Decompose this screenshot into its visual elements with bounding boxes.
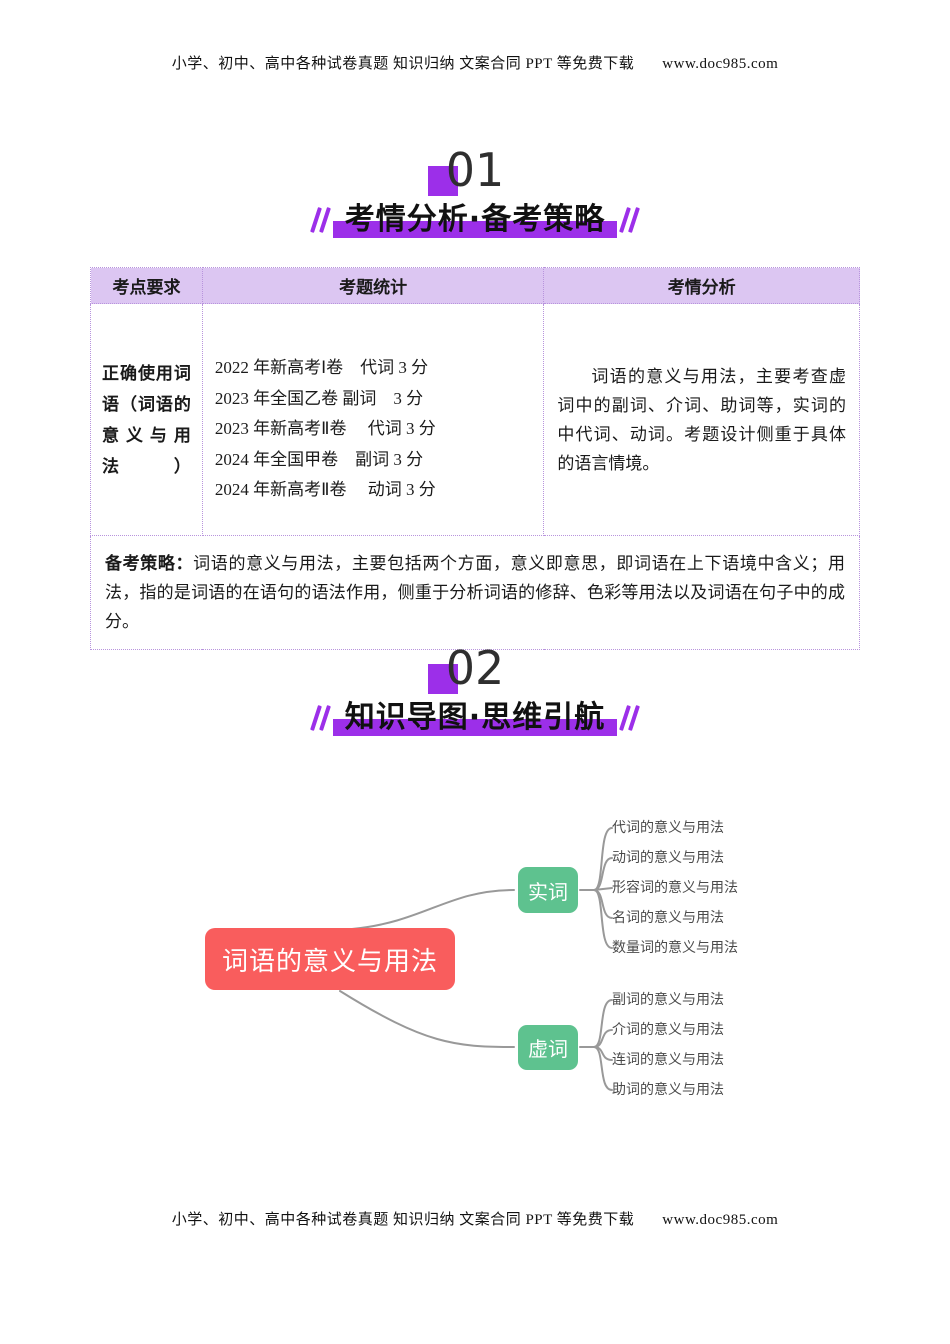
purple-square-decoration: [427, 166, 458, 196]
mindmap-leaf: 名词的意义与用法: [612, 910, 724, 926]
mindmap-leaf: 助词的意义与用法: [612, 1082, 724, 1098]
mindmap-leaf: 代词的意义与用法: [612, 820, 724, 836]
right-slashes-icon: [619, 207, 641, 233]
exam-analysis-table: 考点要求 考题统计 考情分析 正确使用词语（词语的意义与用法） 2022 年新高…: [90, 267, 860, 650]
mindmap-branch-xuci: 虚词: [518, 1025, 578, 1070]
page-header: 小学、初中、高中各种试卷真题 知识归纳 文案合同 PPT 等免费下载 www.do…: [0, 52, 950, 73]
stat-line: 2024 年全国甲卷 副词 3 分: [214, 449, 424, 469]
analysis-cell: 词语的意义与用法，主要考查虚词中的副词、介词、助词等，实词的中代词、动词。考题设…: [543, 303, 860, 536]
page-footer: 小学、初中、高中各种试卷真题 知识归纳 文案合同 PPT 等免费下载 www.do…: [0, 1208, 950, 1229]
stat-line: 2022 年新高考Ⅰ卷 代词 3 分: [214, 358, 429, 378]
header-text: 小学、初中、高中各种试卷真题 知识归纳 文案合同 PPT 等免费下载: [171, 56, 635, 72]
mindmap-branch-shici: 实词: [518, 867, 578, 913]
column-header-stats: 考题统计: [201, 267, 545, 304]
table-body-row: 正确使用词语（词语的意义与用法） 2022 年新高考Ⅰ卷 代词 3 分 2023…: [90, 303, 860, 536]
left-slashes-icon: [309, 705, 331, 731]
stat-line: 2023 年新高考Ⅱ卷 代词 3 分: [214, 419, 436, 439]
purple-square-decoration: [427, 664, 458, 694]
strategy-text: 词语的意义与用法，主要包括两个方面，意义即意思，即词语在上下语境中含义；用法，指…: [105, 554, 845, 631]
left-slashes-icon: [309, 207, 331, 233]
table-header-row: 考点要求 考题统计 考情分析: [90, 267, 860, 304]
section-2-number: 02: [445, 641, 505, 695]
analysis-paragraph: 词语的意义与用法，主要考查虚词中的副词、介词、助词等，实词的中代词、动词。考题设…: [557, 366, 846, 473]
section-1-title-row: 考情分析·备考策略: [0, 200, 950, 240]
mindmap-leaf: 形容词的意义与用法: [612, 880, 738, 896]
section-1-title-text: 考情分析·备考策略: [344, 202, 606, 237]
mindmap-leaf: 连词的意义与用法: [612, 1052, 724, 1068]
mindmap-leaf: 副词的意义与用法: [612, 992, 724, 1008]
mindmap-leaf: 介词的意义与用法: [612, 1022, 724, 1038]
mindmap-root-node: 词语的意义与用法: [205, 928, 455, 990]
stat-line: 2024 年新高考Ⅱ卷 动词 3 分: [214, 480, 436, 500]
strategy-label: 备考策略：: [105, 554, 194, 573]
section-2-title-text: 知识导图·思维引航: [344, 700, 606, 735]
strategy-row: 备考策略：词语的意义与用法，主要包括两个方面，意义即意思，即词语在上下语境中含义…: [90, 535, 860, 650]
mindmap-leaf: 数量词的意义与用法: [612, 940, 738, 956]
section-1-title: 考情分析·备考策略: [332, 202, 618, 238]
section-2-banner: 02 知识导图·思维引航: [0, 640, 950, 738]
mindmap-leaf: 动词的意义与用法: [612, 850, 724, 866]
stats-cell: 2022 年新高考Ⅰ卷 代词 3 分 2023 年全国乙卷 副词 3 分 202…: [201, 303, 545, 536]
section-2-title-row: 知识导图·思维引航: [0, 698, 950, 738]
purple-bar-decoration: [332, 719, 618, 736]
section-2-title: 知识导图·思维引航: [332, 700, 618, 736]
requirement-cell: 正确使用词语（词语的意义与用法）: [90, 303, 203, 536]
section-1-number-wrap: 01: [427, 142, 505, 198]
right-slashes-icon: [619, 705, 641, 731]
section-1-banner: 01 考情分析·备考策略: [0, 142, 950, 240]
footer-url: www.doc985.com: [662, 1212, 779, 1228]
column-header-requirement: 考点要求: [90, 267, 203, 304]
footer-text: 小学、初中、高中各种试卷真题 知识归纳 文案合同 PPT 等免费下载: [171, 1212, 635, 1228]
header-url: www.doc985.com: [662, 56, 779, 72]
purple-bar-decoration: [332, 221, 618, 238]
column-header-analysis: 考情分析: [543, 267, 860, 304]
section-1-number: 01: [445, 143, 505, 197]
stat-line: 2023 年全国乙卷 副词 3 分: [214, 388, 424, 408]
section-2-number-wrap: 02: [427, 640, 505, 696]
strategy-cell: 备考策略：词语的意义与用法，主要包括两个方面，意义即意思，即词语在上下语境中含义…: [90, 535, 860, 650]
